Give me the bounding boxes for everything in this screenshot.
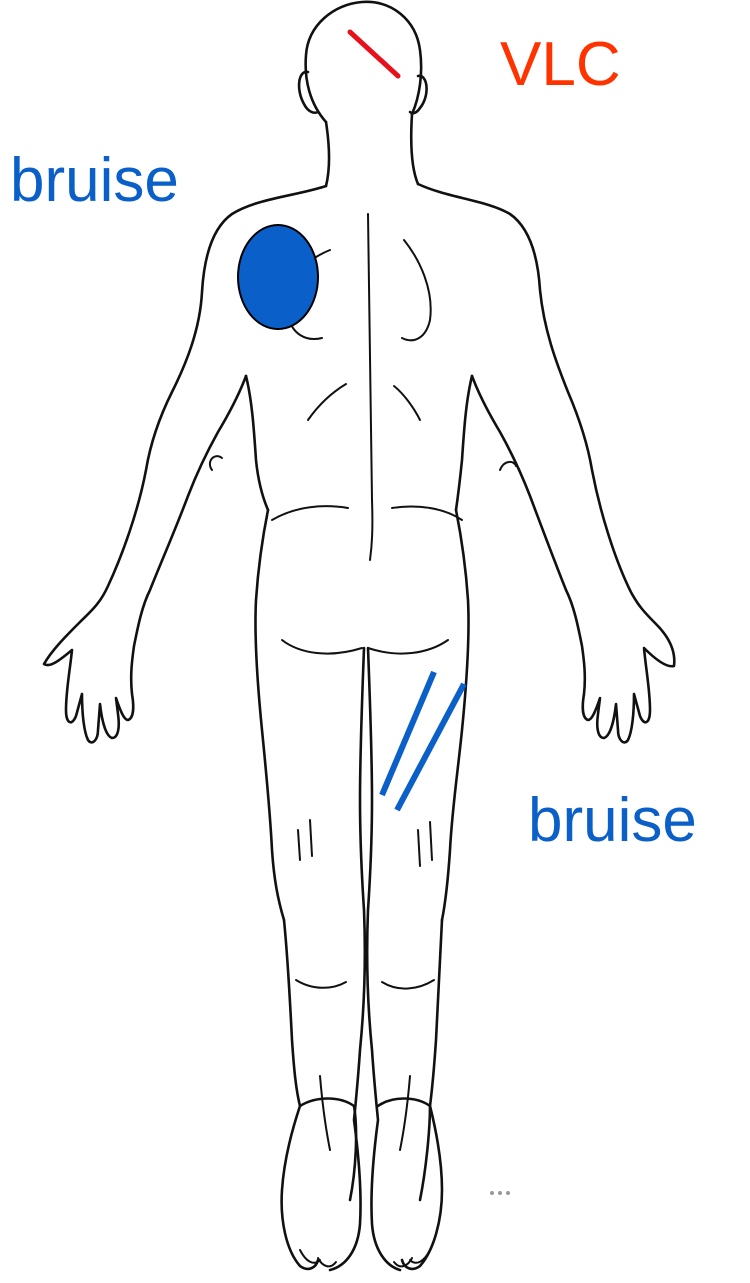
right-ankle <box>400 1076 410 1150</box>
left-back-muscle <box>308 384 346 420</box>
spine-line <box>368 214 372 560</box>
bruise-shoulder-label: bruise <box>10 150 179 212</box>
bruise-thigh-label: bruise <box>528 790 697 852</box>
head-outline <box>306 2 422 122</box>
right-calf <box>382 980 434 989</box>
neck-left <box>326 122 329 186</box>
right-back-muscle <box>394 386 420 420</box>
left-leg-outline <box>282 920 318 1269</box>
speck-mark <box>506 1191 510 1195</box>
waist-right <box>392 507 462 521</box>
injury-marks <box>238 32 464 810</box>
left-leg-inner <box>330 648 365 1270</box>
right-inner-arm <box>456 376 472 510</box>
right-arm-outline <box>418 184 674 742</box>
left-toes <box>300 1250 336 1266</box>
torso-left-side <box>255 510 284 920</box>
right-foot <box>378 1099 430 1201</box>
left-knee <box>298 820 312 860</box>
left-foot <box>300 1099 356 1201</box>
right-elbow <box>500 462 516 470</box>
speck-mark <box>498 1191 502 1195</box>
right-leg-inner <box>367 648 400 1270</box>
waist-left <box>272 506 348 520</box>
body-details <box>210 214 516 1266</box>
left-ankle <box>320 1076 330 1150</box>
vlc-label: VLC <box>500 34 621 96</box>
left-inner-arm <box>246 376 268 510</box>
right-scapula <box>402 240 431 340</box>
buttock-right <box>368 640 448 654</box>
bruise-thigh-line <box>382 672 434 795</box>
speck-mark <box>490 1191 494 1195</box>
right-knee <box>418 822 432 866</box>
left-calf <box>296 980 346 988</box>
neck-right <box>411 114 418 184</box>
buttock-left <box>282 640 362 654</box>
vlc-laceration-mark <box>350 32 398 76</box>
left-elbow <box>210 456 222 470</box>
bruise-shoulder-mark <box>238 225 318 329</box>
right-toes <box>394 1250 430 1266</box>
